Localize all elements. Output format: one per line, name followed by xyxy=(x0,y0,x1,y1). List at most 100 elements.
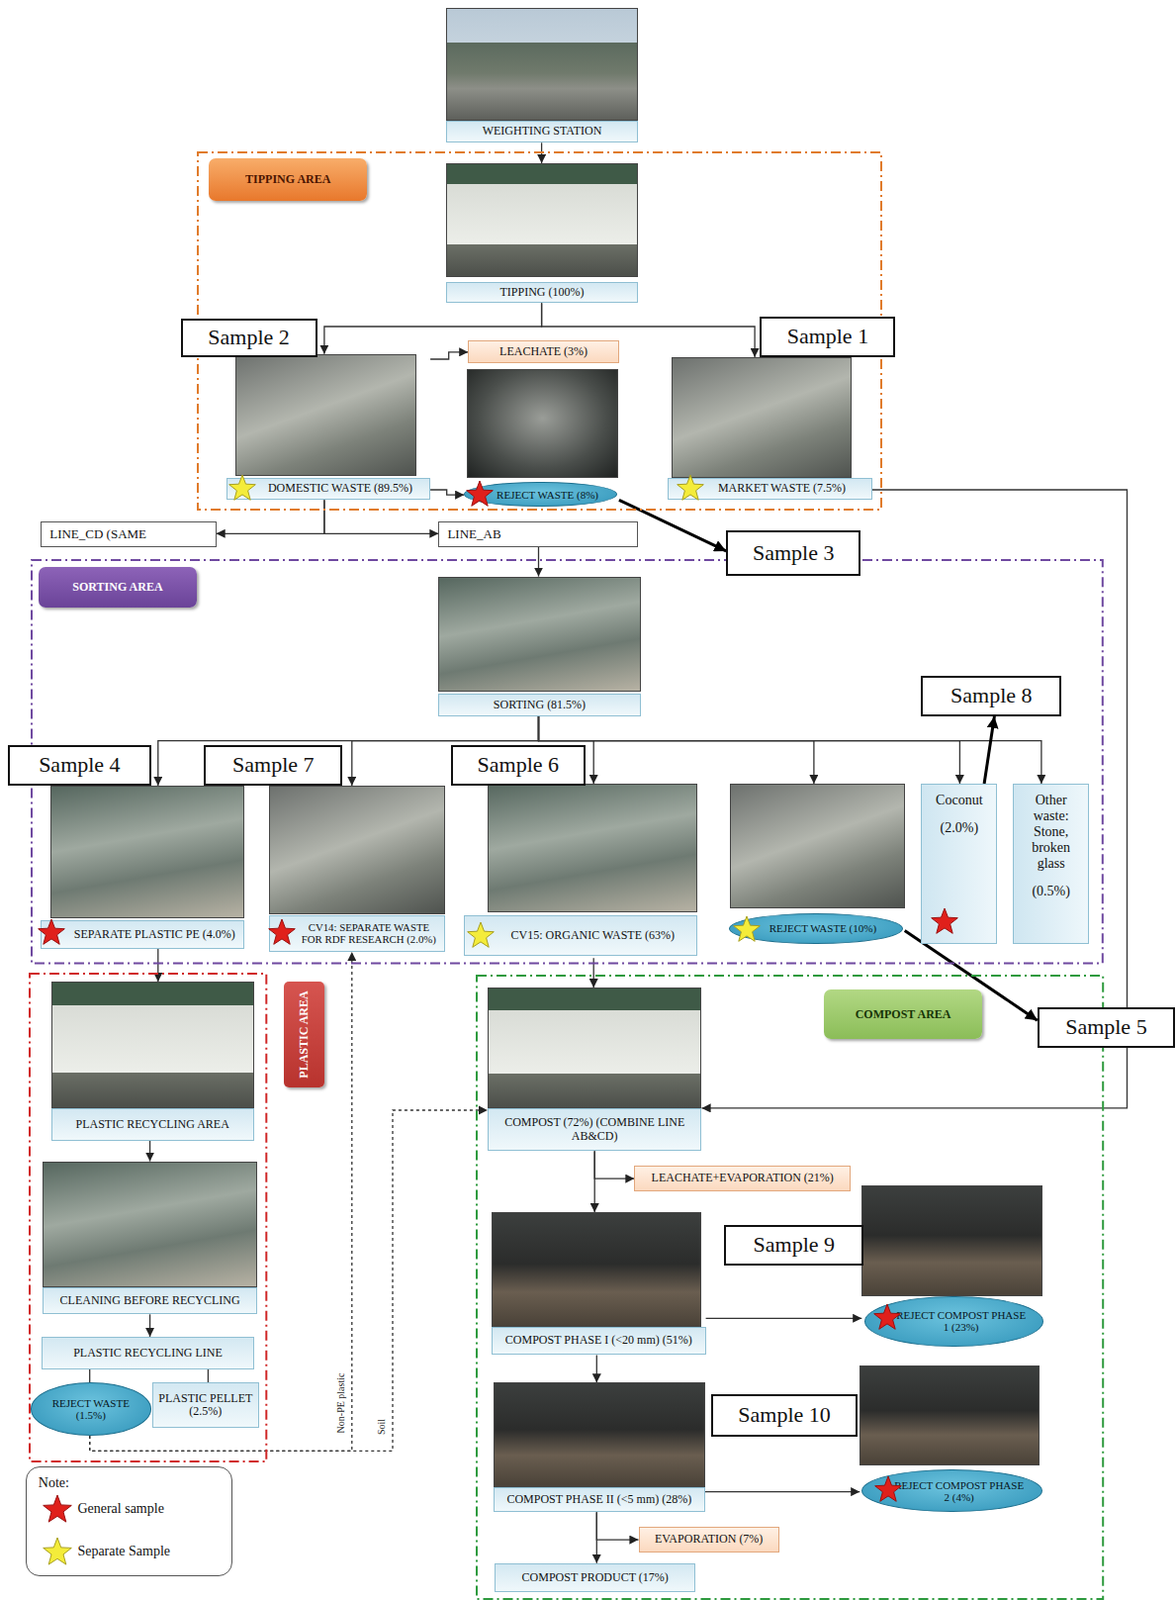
node-text: Sample 8 xyxy=(950,683,1033,708)
fraction-box: Other waste: Stone, broken glass (0.5%) xyxy=(1012,783,1089,944)
star-shape xyxy=(42,1494,72,1522)
sample-callout: Sample 4 xyxy=(7,744,151,786)
node-text: LINE_CD (SAME xyxy=(49,527,147,542)
photo-step: COMPOST (72%) (COMBINE LINE AB&CD) xyxy=(487,987,703,1151)
node-text: (0.5%) xyxy=(1031,883,1071,900)
sample-callout: Sample 7 xyxy=(203,744,343,786)
process-box: LEACHATE (3%) xyxy=(467,340,620,363)
flow-connector xyxy=(596,1355,598,1383)
flow-connector xyxy=(594,1150,634,1178)
photo-step: REJECT COMPOST PHASE 1 (23%) xyxy=(861,1184,1044,1347)
node-text: Sample 9 xyxy=(753,1232,836,1257)
sample-callout: Sample 2 xyxy=(180,318,318,358)
star-shape xyxy=(874,1303,902,1329)
area-heading: SORTING AREA xyxy=(38,566,197,608)
node-text: SEPARATE PLASTIC PE (4.0%) xyxy=(74,927,236,941)
sample-star xyxy=(874,1475,903,1504)
flow-connector xyxy=(706,1317,863,1319)
flow-connector xyxy=(596,1511,638,1539)
node-text: COMPOST PHASE I (<20 mm) (51%) xyxy=(505,1333,693,1347)
photo-step: CV14: SEPARATE WASTE FOR RDF RESEARCH (2… xyxy=(269,785,445,952)
photo-step: MARKET WASTE (7.5%) xyxy=(667,357,872,500)
node-text: MARKET WASTE (7.5%) xyxy=(718,481,846,495)
node-text: Sample 7 xyxy=(232,752,315,777)
caption-box: CV14: SEPARATE WASTE FOR RDF RESEARCH (2… xyxy=(269,914,445,952)
node-text: COMPOST (72%) (COMBINE LINE AB&CD) xyxy=(492,1115,698,1142)
photo-step: PLASTIC RECYCLING AREA xyxy=(51,981,255,1141)
sample-callout: Sample 5 xyxy=(1037,1006,1176,1048)
area-heading: TIPPING AREA xyxy=(208,158,367,201)
photo xyxy=(438,576,640,693)
star-shape xyxy=(732,915,760,941)
node-text: Sample 4 xyxy=(38,752,121,777)
star-shape xyxy=(229,474,257,500)
edge-label: Non-PE plastic xyxy=(335,1370,347,1434)
node-text: REJECT WASTE (8%) xyxy=(496,488,599,501)
sample-star xyxy=(465,480,494,509)
photo-step: CV15: ORGANIC WASTE (63%) xyxy=(463,783,698,958)
node-text: SORTING (81.5%) xyxy=(493,698,586,712)
star-shape xyxy=(931,907,959,933)
process-box: PLASTIC RECYCLING LINE xyxy=(41,1336,255,1369)
flow-connector xyxy=(594,1150,596,1212)
sample-star xyxy=(42,1494,73,1525)
photo xyxy=(493,1381,706,1487)
star-shape xyxy=(466,921,494,947)
photo xyxy=(42,1161,258,1288)
node-text: WEIGHTING STATION xyxy=(482,124,603,138)
node-text: TIPPING AREA xyxy=(245,172,331,187)
node-text: DOMESTIC WASTE (89.5%) xyxy=(268,481,413,495)
photo-step: REJECT WASTE (10%) xyxy=(728,783,905,944)
flow-connector xyxy=(538,546,540,577)
flow-connector xyxy=(89,1368,91,1383)
node-text: TIPPING (100%) xyxy=(500,285,585,299)
node-text: Other waste: Stone, broken glass xyxy=(1016,792,1086,872)
flow-connector xyxy=(324,499,440,534)
photo xyxy=(671,357,852,478)
photo-step: REJECT WASTE (8%) xyxy=(463,368,620,507)
flow-connector xyxy=(596,1511,598,1563)
node-text: COMPOST AREA xyxy=(855,1006,952,1022)
sample-star xyxy=(37,918,66,947)
sample-star xyxy=(268,918,296,947)
flow-connector xyxy=(149,1140,151,1162)
flow-connector xyxy=(984,716,995,784)
photo xyxy=(446,7,639,120)
caption-box: WEIGHTING STATION xyxy=(446,120,639,144)
area-region: PLASTIC AREAPLASTIC RECYCLING AREACLEANI… xyxy=(28,972,268,1462)
sample-callout: Sample 8 xyxy=(920,675,1062,717)
sample-callout: Sample 1 xyxy=(759,316,896,358)
node-text: REJECT COMPOST PHASE 2 (4%) xyxy=(890,1478,1028,1503)
photo-step: DOMESTIC WASTE (89.5%) xyxy=(226,354,431,501)
process-box: LEACHATE+EVAPORATION (21%) xyxy=(633,1165,851,1192)
photo xyxy=(235,354,417,477)
caption-box: CV15: ORGANIC WASTE (63%) xyxy=(463,914,698,956)
flow-connector xyxy=(149,1313,151,1337)
node-text: Sample 3 xyxy=(752,541,835,565)
star-shape xyxy=(268,918,295,944)
legend-text: Separate Sample xyxy=(77,1542,171,1559)
legend-note: Note: xyxy=(38,1474,70,1491)
dash-outline xyxy=(476,975,1103,1599)
process-box: REJECT WASTE (1.5%) xyxy=(30,1381,152,1436)
caption-box: COMPOST PHASE II (<5 mm) (28%) xyxy=(493,1486,706,1512)
photo xyxy=(861,1184,1043,1295)
caption-box: COMPOST (72%) (COMBINE LINE AB&CD) xyxy=(487,1107,703,1151)
star-shape xyxy=(677,474,705,500)
node-text: REJECT COMPOST PHASE 1 (23%) xyxy=(893,1308,1029,1333)
legend-text: General sample xyxy=(77,1500,164,1517)
process-box: PLASTIC PELLET (2.5%) xyxy=(152,1381,260,1427)
flow-connector xyxy=(705,1490,861,1492)
node-text: CLEANING BEFORE RECYCLING xyxy=(60,1293,241,1307)
sample-star xyxy=(930,907,959,936)
photo xyxy=(487,987,703,1108)
area-heading: PLASTIC AREA xyxy=(283,981,325,1087)
caption-box: CLEANING BEFORE RECYCLING xyxy=(42,1286,258,1314)
node-text: PLASTIC RECYCLING LINE xyxy=(73,1346,223,1359)
caption-box: PLASTIC RECYCLING AREA xyxy=(51,1107,255,1141)
dash-outline xyxy=(31,559,1103,963)
node-text: LINE_AB xyxy=(447,527,501,542)
node-text: LEACHATE+EVAPORATION (21%) xyxy=(651,1171,834,1184)
node-text: (2.0%) xyxy=(940,819,980,836)
caption-box: SORTING (81.5%) xyxy=(438,693,640,717)
